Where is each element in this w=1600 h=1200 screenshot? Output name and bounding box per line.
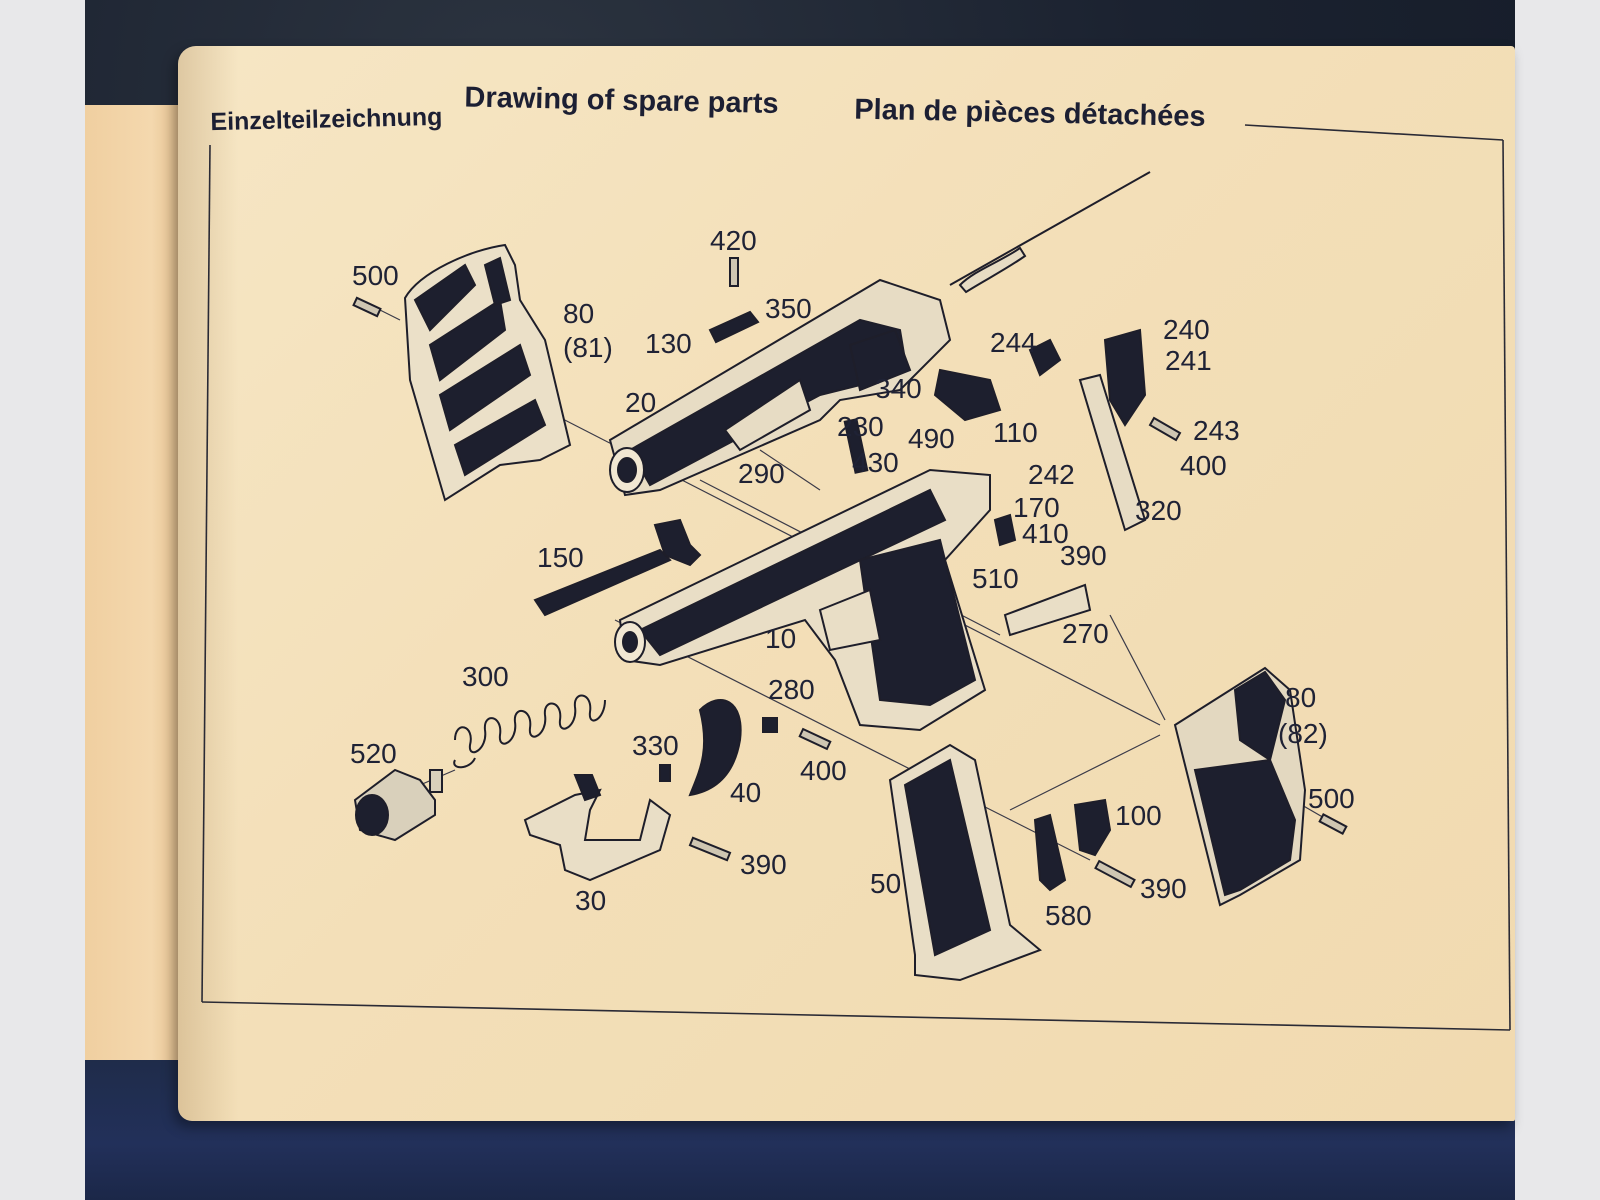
callout-40: 40 [730,777,761,808]
callout-520: 520 [350,738,397,769]
callout-290: 290 [738,458,785,489]
callout-340: 340 [875,373,922,404]
callout-330: 330 [632,730,679,761]
left-page-edge [85,105,181,1060]
callout-81: (81) [563,332,613,363]
callout-320: 320 [1135,495,1182,526]
callout-150: 150 [537,542,584,573]
callout-170: 170 [1013,492,1060,523]
callout-390-mid: 390 [1060,540,1107,571]
callout-110: 110 [993,417,1038,448]
slide [608,278,952,497]
callout-10: 10 [765,623,796,654]
callout-130: 130 [645,328,692,359]
callout-510: 510 [972,563,1019,594]
callout-350: 350 [765,293,812,324]
callout-240: 240 [1163,314,1210,345]
callout-243: 243 [1193,415,1240,446]
callout-244: 244 [990,327,1037,358]
callout-580: 580 [1045,900,1092,931]
callout-20: 20 [625,387,656,418]
pistol-frame [614,468,991,732]
callout-241: 241 [1165,345,1212,376]
callout-80-right: 80 [1285,682,1316,713]
callout-80-left: 80 [563,298,594,329]
part-callouts: 500 420 80 (81) 130 350 244 240 241 20 3… [350,225,1355,931]
callout-230: 230 [837,411,884,442]
callout-280: 280 [768,674,815,705]
callout-500-top: 500 [352,260,399,291]
callout-430: 430 [852,447,899,478]
callout-270: 270 [1062,618,1109,649]
small-parts-lower [659,513,1348,892]
callout-300: 300 [462,661,509,692]
page-gutter-shadow [178,46,238,1121]
right-grip-panel [1173,666,1307,907]
recoil-spring-guide [353,768,443,842]
callout-420: 420 [710,225,757,256]
callout-30: 30 [575,885,606,916]
magazine [888,743,1042,982]
grip-screw-left [352,296,382,318]
small-parts-upper [708,257,1182,532]
callout-500-right: 500 [1308,783,1355,814]
callout-400-right: 400 [1180,450,1227,481]
recoil-spring [453,694,606,769]
trigger-guard [523,774,672,882]
recoil-guide-rod [949,171,1151,294]
callout-100: 100 [1115,800,1162,831]
trigger [688,699,742,797]
left-grip-panel [403,243,572,502]
callout-400-lower: 400 [800,755,847,786]
callout-490: 490 [908,423,955,454]
slide-stop [533,518,702,617]
callout-390-left: 390 [740,849,787,880]
drawing-border [201,124,1511,1031]
callout-82: (82) [1278,718,1328,749]
callout-50: 50 [870,868,901,899]
callout-410: 410 [1022,518,1069,549]
callout-390-right: 390 [1140,873,1187,904]
callout-242: 242 [1028,459,1075,490]
